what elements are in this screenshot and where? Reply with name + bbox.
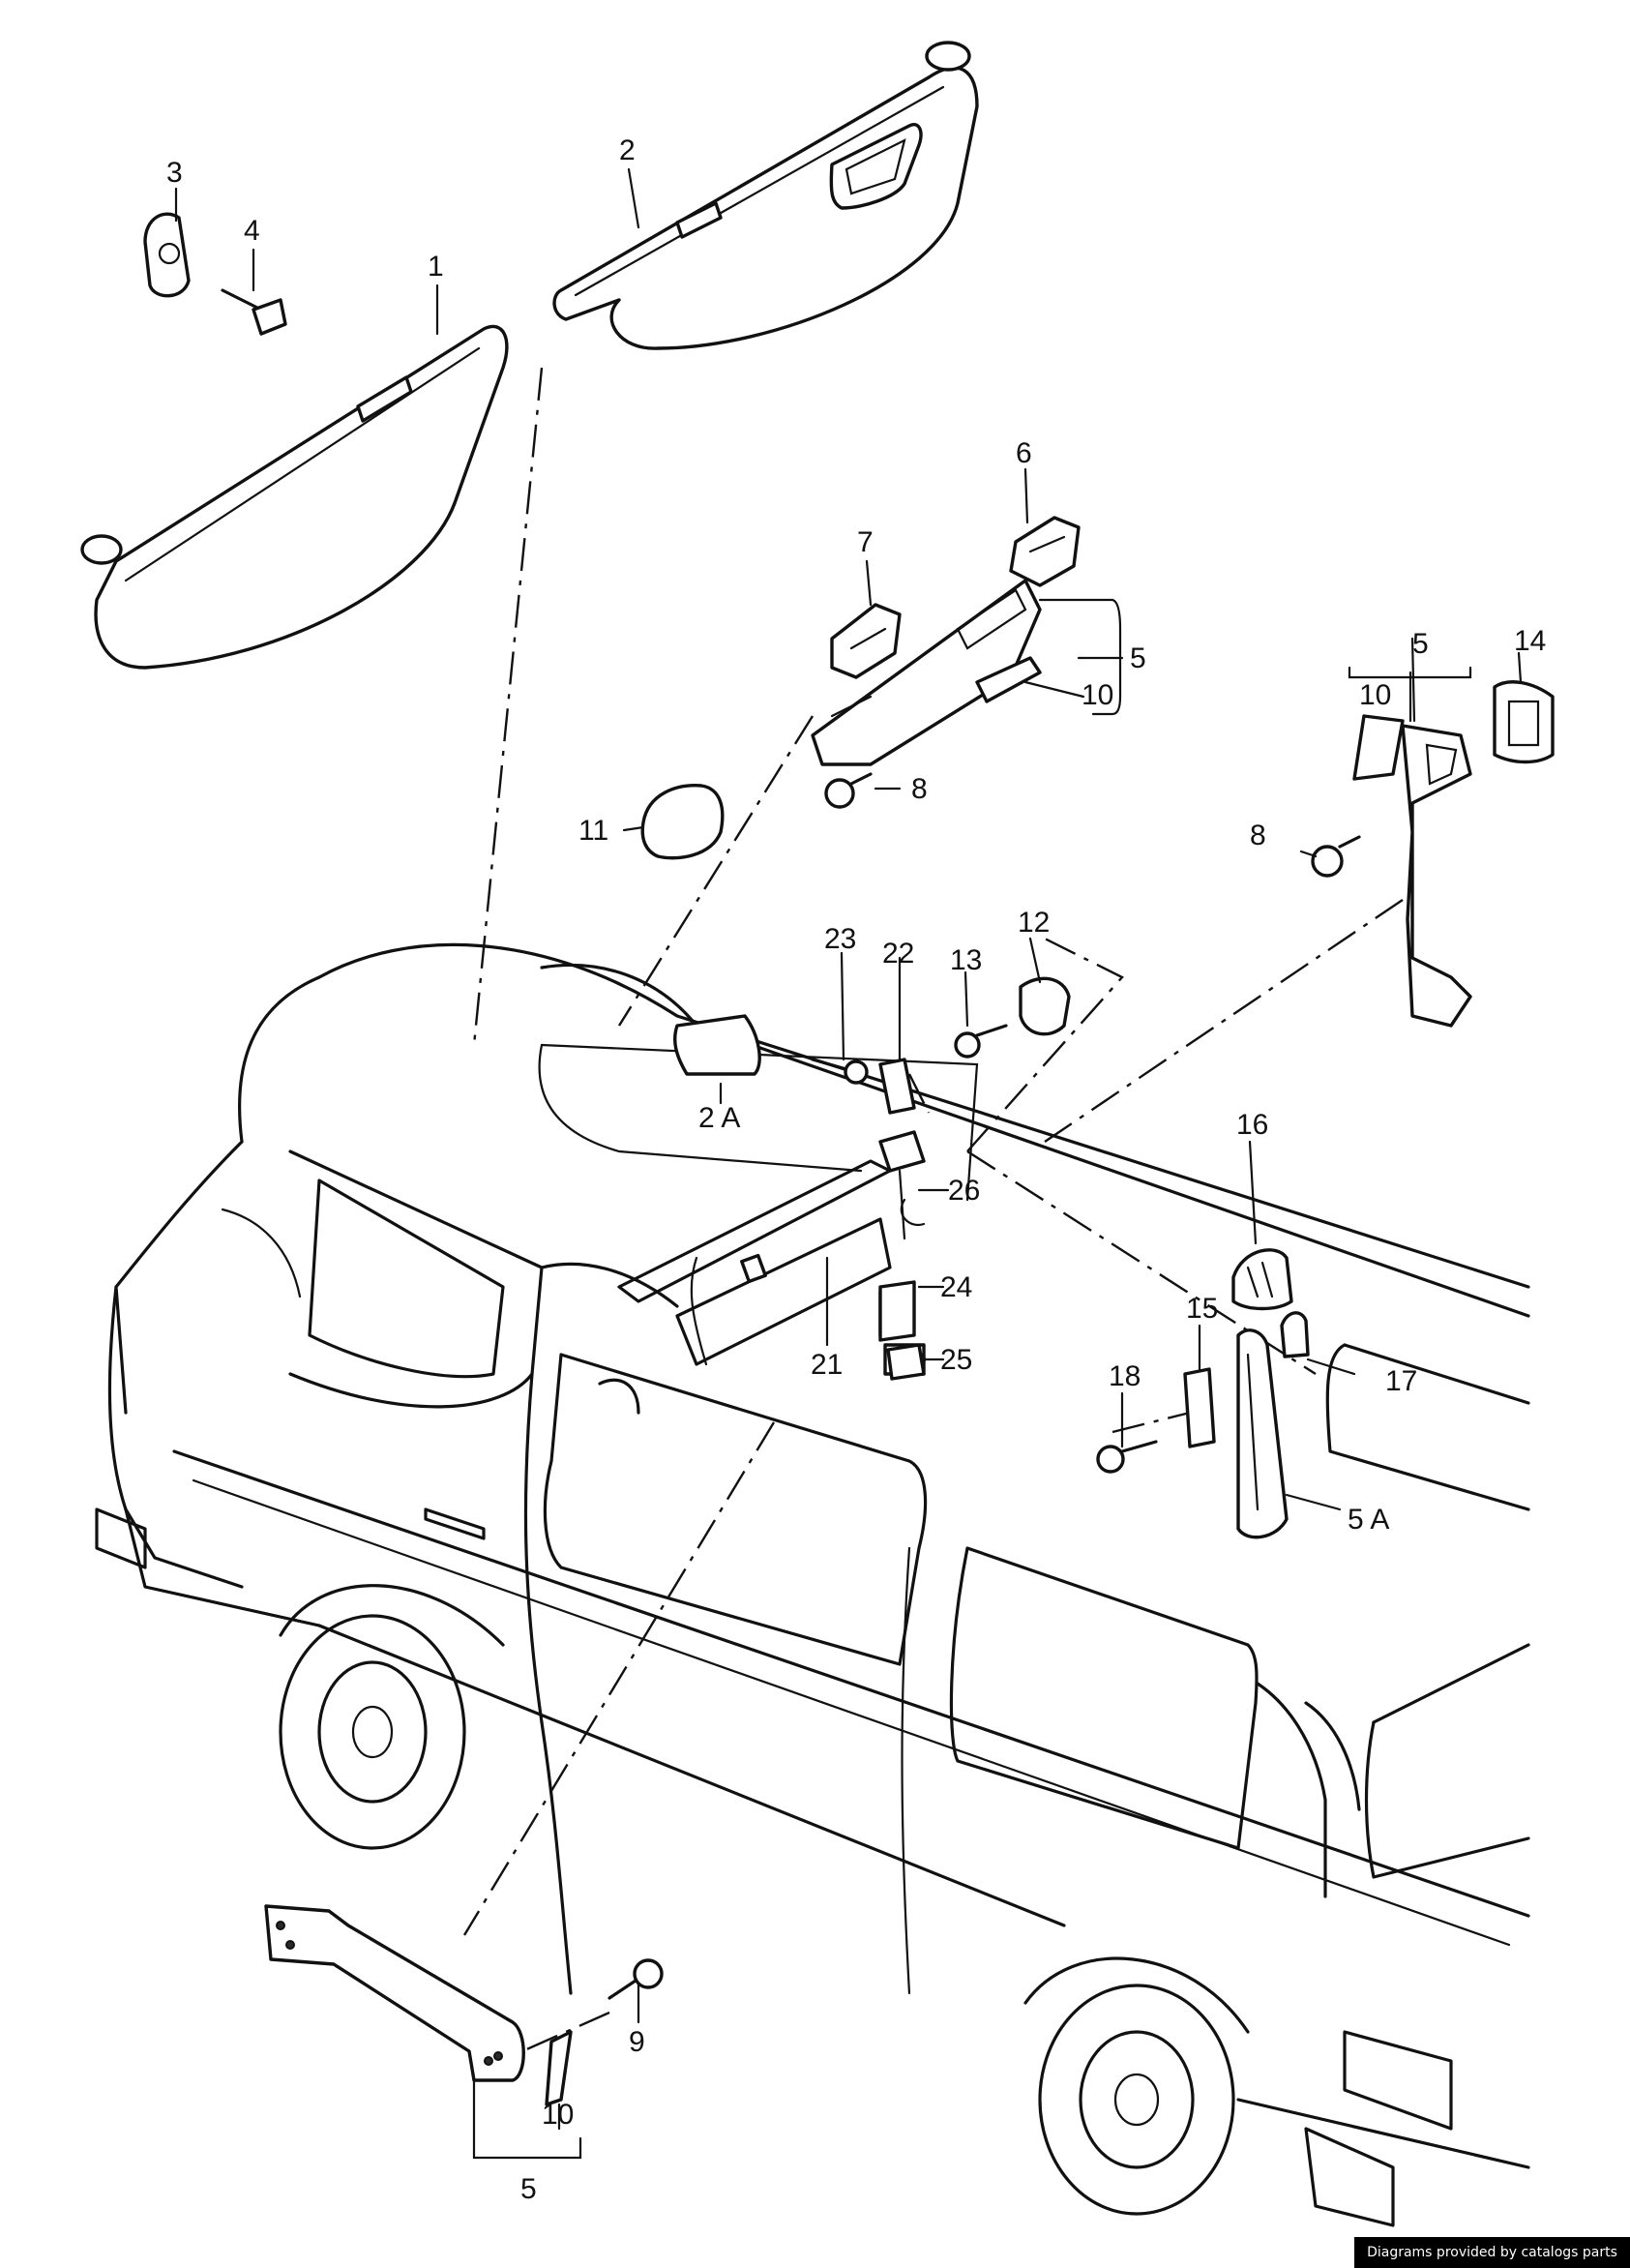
callout-9: 9 [629,2026,645,2058]
callout-11: 11 [578,815,608,847]
callout-5-lower: 5 [520,2173,537,2205]
callout-5-front: 5 [1130,642,1146,674]
part-8-screw [824,772,873,809]
callout-5-rear: 5 [1412,628,1429,660]
part-6-handle-cap [1009,516,1081,587]
part-14-handle-cap [1493,680,1555,764]
part-5-grab-handle-lower [264,1904,525,2082]
callout-1: 1 [428,251,444,283]
callout-25: 25 [940,1344,972,1376]
assembly-leader-lines [462,367,1404,2053]
callout-7: 7 [857,526,874,558]
callout-21: 21 [811,1349,843,1381]
part-7-handle-cap [830,603,902,679]
part-8-screw-rear [1311,835,1361,878]
part-24-bracket [878,1280,916,1342]
label-leaders [174,167,1523,2160]
part-1-sun-visor [80,324,509,670]
callout-labels: 1 2 3 4 6 7 5 10 8 11 5 10 14 8 23 22 13… [166,134,1546,2205]
part-3-visor-bracket [143,212,191,298]
callout-2: 2 [619,134,636,166]
part-23-screw [811,1058,869,1085]
part-17-clip [1280,1311,1310,1358]
callout-16: 16 [1236,1109,1268,1141]
part-18-screw [1096,1440,1158,1474]
part-15-bracket [1183,1367,1216,1448]
callout-15: 15 [1186,1293,1218,1325]
callout-23: 23 [824,923,856,955]
part-22-switch [878,1058,916,1115]
callout-8-front: 8 [911,773,928,805]
part-13-screw [954,1024,1008,1059]
part-10-insert [975,656,1042,703]
callout-12: 12 [1018,907,1050,939]
callout-22: 22 [882,938,914,970]
callout-3: 3 [166,157,183,189]
part-12-cap [1019,976,1071,1036]
part-10-insert-rear [1352,714,1405,781]
callout-26: 26 [948,1175,980,1207]
callout-14: 14 [1514,625,1546,657]
van-body [95,942,1530,2227]
part-25-connector [886,1343,926,1381]
diagram-credit: Diagrams provided by catalogs parts [1354,2237,1630,2268]
part-2-sun-visor [552,41,979,350]
part-9-screw [608,1958,664,2000]
callout-8-rear: 8 [1250,820,1266,851]
callout-13: 13 [950,944,982,976]
part-26-clip [900,1198,926,1227]
interior-light-assembly [598,1130,926,1415]
part-4-screw [221,288,287,336]
callout-5a: 5 A [1348,1504,1389,1536]
callout-10-rear: 10 [1359,679,1391,711]
part-5-grab-handle-rear [1401,724,1472,1028]
part-10-insert-lower [545,2030,573,2106]
callout-10-lower: 10 [542,2099,574,2131]
part-11-lamp [640,784,725,860]
callout-10-front: 10 [1082,679,1113,711]
callout-2a: 2 A [698,1102,740,1134]
part-2a-lamp [673,1014,761,1076]
callout-6: 6 [1016,437,1032,469]
part-16-cap [1231,1248,1293,1311]
part-5a-grab-handle [1236,1328,1289,1539]
callout-4: 4 [244,215,260,247]
callout-24: 24 [940,1271,972,1303]
callout-18: 18 [1109,1360,1141,1392]
callout-17: 17 [1385,1365,1417,1397]
